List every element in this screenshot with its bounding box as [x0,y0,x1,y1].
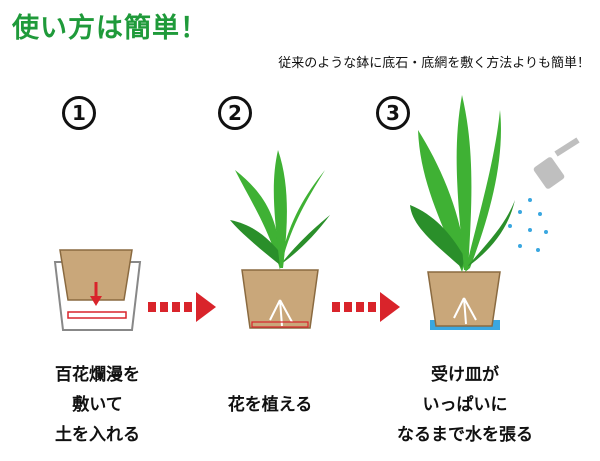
step-3-caption-line: いっぱいに [422,395,508,415]
step-2-caption-line: 花を植える [227,395,313,415]
step-1-caption: 百花爛漫を 敷いて 土を入れる [30,360,165,450]
watering-can-icon [508,137,580,252]
page-subtitle: 従来のような鉢に底石・底網を敷く方法よりも簡単！ [278,56,590,71]
step-2-plant [230,150,330,329]
red-arrow-icon-2 [332,292,400,322]
step-1-caption-line: 敷いて [72,395,123,415]
step-3-caption-line: なるまで水を張る [397,425,533,445]
step-1-pot [53,249,142,331]
step-3-icon: 3 [376,96,410,130]
page-title: 使い方は簡単！ [12,13,208,44]
step-2-caption: 花を植える [210,390,330,420]
step-3-caption-line: 受け皿が [431,365,499,385]
step-3-caption: 受け皿が いっぱいに なるまで水を張る [360,360,570,450]
step-1-caption-line: 土を入れる [55,425,140,445]
step-2-icon: 2 [218,96,252,130]
red-arrow-icon [148,292,216,322]
step-3-plant [410,95,515,330]
step-1-icon: 1 [62,96,96,130]
step-1-caption-line: 百花爛漫を [55,365,140,385]
